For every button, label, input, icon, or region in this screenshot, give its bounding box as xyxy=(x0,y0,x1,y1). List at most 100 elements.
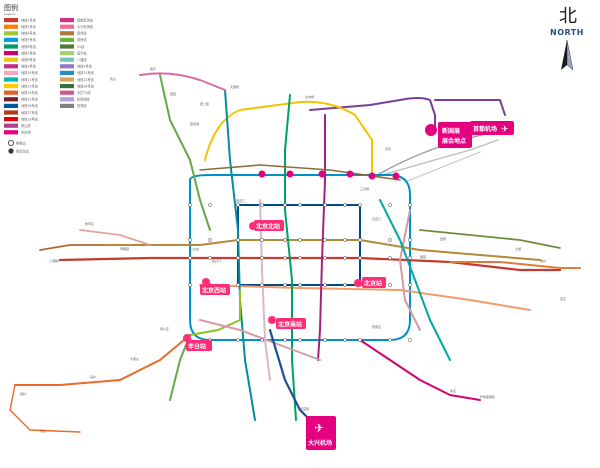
hub-daxing-airport[interactable]: ✈ 大兴机场 xyxy=(306,416,336,450)
station-label[interactable]: 昌平 xyxy=(150,67,156,71)
transfer-station-dot[interactable] xyxy=(283,203,287,207)
hub-beijing-west[interactable]: 北京西站 xyxy=(200,278,230,295)
transfer-station-dot[interactable] xyxy=(283,256,287,260)
transfer-station-dot[interactable] xyxy=(408,203,412,207)
transfer-station-dot[interactable] xyxy=(260,338,264,342)
transfer-station-dot[interactable] xyxy=(388,203,392,207)
station-label[interactable]: 复兴门 xyxy=(212,258,221,263)
transfer-station-dot[interactable] xyxy=(208,256,212,260)
legend-label: 地铁6号线 xyxy=(21,44,37,49)
transfer-station-dot[interactable] xyxy=(260,238,264,242)
transfer-station-dot[interactable] xyxy=(358,256,362,260)
hub-label: 北京北站 xyxy=(256,223,280,231)
hub-beijing-south[interactable]: 北京南站 xyxy=(268,316,306,329)
legend-label: 地铁12号线 xyxy=(77,70,95,75)
transfer-station-dot[interactable] xyxy=(260,203,264,207)
station-label[interactable]: 环球度假区 xyxy=(480,394,495,399)
transfer-station-dot[interactable] xyxy=(408,338,412,342)
transfer-station-dot[interactable] xyxy=(298,203,302,207)
transfer-station-dot[interactable] xyxy=(283,283,287,287)
line-15-east xyxy=(434,99,506,116)
transfer-station-dot[interactable] xyxy=(298,338,302,342)
station-label[interactable]: 回龙观 xyxy=(190,121,199,126)
station-label[interactable]: 立水桥 xyxy=(305,94,314,99)
transfer-station-dot[interactable] xyxy=(358,203,362,207)
transfer-station-dot[interactable] xyxy=(208,203,212,207)
transfer-station-dot[interactable] xyxy=(236,283,240,287)
transfer-station-dot[interactable] xyxy=(408,256,412,260)
transfer-station-dot[interactable] xyxy=(260,283,264,287)
legend-swatch xyxy=(4,117,18,122)
station-label[interactable]: 亦庄 xyxy=(450,388,456,393)
transfer-station-dot[interactable] xyxy=(323,256,327,260)
transfer-station-dot[interactable] xyxy=(388,338,392,342)
transfer-station-dot[interactable] xyxy=(388,238,392,242)
hub-capital-airport[interactable]: 首都机场 ✈ xyxy=(470,121,514,135)
transfer-station-dot[interactable] xyxy=(358,338,362,342)
transfer-station-dot[interactable] xyxy=(188,256,192,260)
legend-swatch xyxy=(60,77,74,82)
transfer-station-dot[interactable] xyxy=(323,338,327,342)
station-label[interactable]: 宋家庄 xyxy=(372,324,381,329)
transfer-station-dot[interactable] xyxy=(408,283,412,287)
line-4-daxing xyxy=(224,89,256,421)
transfer-station-dot[interactable] xyxy=(283,238,287,242)
station-label[interactable]: 土桥 xyxy=(515,246,521,251)
station-label[interactable]: 西直门 xyxy=(236,198,245,203)
hub-xinguozhan[interactable]: 新国展 展会地点 xyxy=(425,122,472,148)
station-label[interactable]: 国贸 xyxy=(420,254,426,259)
station-label[interactable]: 苹果园 xyxy=(120,246,129,251)
transfer-station-dot[interactable] xyxy=(323,238,327,242)
transfer-station-dot[interactable] xyxy=(323,203,327,207)
transfer-station-dot[interactable] xyxy=(188,203,192,207)
transfer-station-dot[interactable] xyxy=(343,256,347,260)
transfer-station-dot[interactable] xyxy=(343,338,347,342)
transfer-station-dot[interactable] xyxy=(260,256,264,260)
transfer-station-dot[interactable] xyxy=(188,283,192,287)
north-compass: 北 NORTH xyxy=(550,6,583,71)
transfer-station-dot[interactable] xyxy=(236,256,240,260)
station-label[interactable]: 望京 xyxy=(385,146,391,151)
transfer-station-dot[interactable] xyxy=(283,338,287,342)
station-label[interactable]: 东直门 xyxy=(372,216,381,221)
station-label[interactable]: 朱辛庄 xyxy=(85,221,94,226)
transfer-station-dot[interactable] xyxy=(358,238,362,242)
hub-beijing-station[interactable]: 北京站 xyxy=(354,277,386,288)
station-label[interactable]: 郭公庄 xyxy=(160,326,169,331)
transfer-station-dot[interactable] xyxy=(236,238,240,242)
transfer-station-dot[interactable] xyxy=(236,338,240,342)
station-label[interactable]: 燕山 xyxy=(40,428,46,433)
transfer-station-dot[interactable] xyxy=(343,203,347,207)
station-label[interactable]: 公主坟 xyxy=(190,246,199,251)
station-label[interactable]: 大葆台 xyxy=(130,356,139,361)
transfer-station-dot[interactable] xyxy=(343,283,347,287)
station-label[interactable]: 六里桥 xyxy=(50,258,59,263)
hub-fengtai[interactable]: 丰台站 xyxy=(183,334,212,351)
transfer-station-dot[interactable] xyxy=(188,238,192,242)
transfer-station-dot[interactable] xyxy=(323,283,327,287)
transfer-station-dot[interactable] xyxy=(298,283,302,287)
transfer-station-dot[interactable] xyxy=(343,238,347,242)
station-label[interactable]: 花庄 xyxy=(560,296,566,301)
station-label[interactable]: 香山 xyxy=(110,76,116,81)
transfer-station-dot[interactable] xyxy=(298,238,302,242)
transfer-station-dot[interactable] xyxy=(408,238,412,242)
transfer-station-dot[interactable] xyxy=(388,256,392,260)
transfer-station-dot[interactable] xyxy=(236,203,240,207)
station-label[interactable]: 阎村 xyxy=(20,391,26,396)
station-label[interactable]: 天宫院 xyxy=(300,406,309,411)
transfer-station-dot[interactable] xyxy=(208,238,212,242)
legend-left-column: 地铁1号线地铁2号线地铁4号线地铁5号线地铁6号线地铁7号线地铁8号线地铁9号线… xyxy=(4,17,39,135)
transfer-station-dot[interactable] xyxy=(298,256,302,260)
transfer-station-dot[interactable] xyxy=(388,283,392,287)
hub-badge xyxy=(306,416,336,450)
station-label[interactable]: 四惠 xyxy=(440,236,446,241)
hub-beijing-north[interactable]: 北京北站 xyxy=(249,220,284,231)
station-label[interactable]: 西二旗 xyxy=(200,101,209,106)
station-label[interactable]: 通州 xyxy=(540,258,546,263)
station-label[interactable]: 良乡 xyxy=(90,374,96,379)
station-label[interactable]: 三元桥 xyxy=(360,186,369,191)
legend-label: 地铁17号线 xyxy=(21,110,39,115)
station-label[interactable]: 天通苑 xyxy=(230,84,239,89)
station-label[interactable]: 西苑 xyxy=(170,91,176,96)
